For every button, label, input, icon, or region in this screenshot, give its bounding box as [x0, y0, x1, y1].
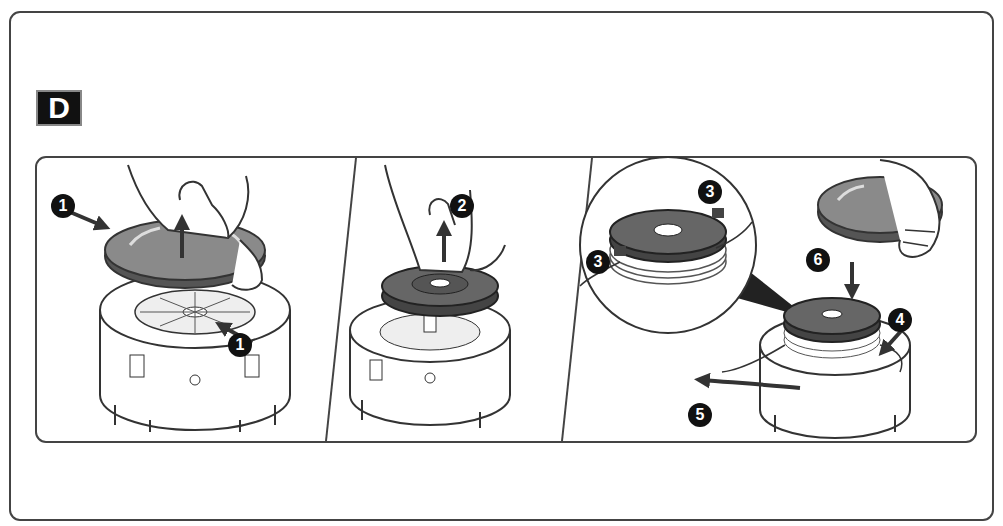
outer-frame	[10, 12, 993, 520]
spool	[382, 266, 498, 316]
section-letter: D	[48, 91, 70, 125]
hand	[128, 165, 262, 290]
callout-number: 1	[228, 333, 252, 357]
spool-detail	[580, 208, 752, 286]
callout-number: 1	[51, 194, 75, 218]
hand	[880, 160, 939, 257]
trimmer-head	[722, 298, 910, 438]
callout-number: 4	[888, 308, 912, 332]
pull-arrow	[702, 380, 800, 388]
zoom-circle	[580, 157, 756, 333]
callout-number: 5	[688, 403, 712, 427]
press-arrow	[850, 262, 854, 292]
section-badge: D	[36, 90, 82, 126]
callout-number: 2	[450, 194, 474, 218]
press-arrow	[70, 212, 103, 226]
trimmer-head	[350, 298, 510, 428]
trimmer-head	[100, 272, 290, 432]
hand	[385, 165, 505, 272]
callout-number: 3	[586, 250, 610, 274]
insert-arrow	[884, 330, 902, 350]
callout-number: 6	[806, 248, 830, 272]
panel-divider	[562, 158, 592, 441]
lift-arrow	[180, 222, 184, 258]
step-panel	[36, 157, 976, 442]
callout-number: 3	[698, 180, 722, 204]
lift-arrow	[442, 228, 446, 262]
